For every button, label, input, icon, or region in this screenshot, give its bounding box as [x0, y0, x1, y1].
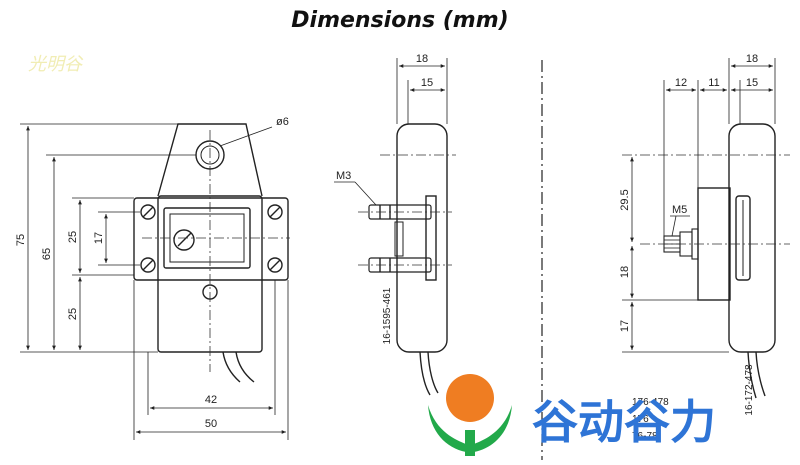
front-view — [133, 123, 289, 383]
page-title: Dimensions (mm) — [291, 8, 509, 33]
dim-right-h2: 18 — [619, 266, 631, 278]
dim-side-width-outer: 18 — [416, 53, 428, 65]
dim-hole-diameter: ø6 — [276, 116, 289, 128]
screw-bottom-right — [267, 257, 283, 273]
part-number-partial-3: 76-78 — [632, 431, 658, 442]
part-number-partial-2: 176 — [632, 414, 649, 425]
dim-side-width-inner: 15 — [421, 77, 433, 89]
side-body — [396, 123, 448, 353]
dim-height-upper: 25 — [67, 231, 79, 243]
side-cable-1 — [419, 351, 431, 396]
dim-right-width-a: 12 — [675, 77, 687, 89]
dim-width-inner: 42 — [205, 394, 217, 406]
right-plate — [735, 195, 751, 281]
cable-left — [222, 351, 241, 383]
right-cable-2 — [755, 351, 766, 397]
mounting-tab — [157, 123, 263, 197]
dim-right-width-outer: 18 — [746, 53, 758, 65]
right-cable-1 — [747, 351, 757, 399]
logo-sun-circle — [446, 374, 494, 422]
watermark-text: 光明谷 — [28, 54, 82, 75]
dim-right-h3: 17 — [619, 320, 631, 332]
logo-stem — [465, 430, 475, 456]
dim-height-mid: 65 — [41, 248, 53, 260]
screw-top-left — [140, 204, 156, 220]
dim-pitch-inner: 17 — [93, 232, 105, 244]
dim-height-lower: 25 — [67, 308, 79, 320]
screw-bottom-left — [140, 257, 156, 273]
side-view — [368, 123, 448, 396]
logo-leaf-right — [474, 405, 512, 452]
dim-width-outer: 50 — [205, 418, 217, 430]
side-cable-2 — [427, 351, 439, 394]
part-number-right: 16-172-478 — [744, 364, 755, 416]
part-number-partial-1: 176-478 — [632, 397, 669, 408]
thread-m3-label: M3 — [336, 170, 351, 182]
part-number-middle: 16-1595-461 — [382, 287, 393, 344]
cable-right — [235, 351, 255, 383]
dim-right-width-b: 11 — [708, 77, 719, 89]
adjust-knob — [173, 229, 195, 251]
logo-leaf-left — [428, 405, 466, 452]
dim-right-h1: 29.5 — [619, 189, 631, 210]
screw-top-right — [267, 204, 283, 220]
thread-m5-label: M5 — [672, 204, 687, 216]
right-view — [663, 123, 776, 399]
right-body — [728, 123, 776, 353]
brand-logo: 谷动谷力 — [428, 374, 716, 456]
side-plate — [425, 195, 437, 281]
logo-text: 谷动谷力 — [532, 395, 716, 449]
dim-height-total: 75 — [15, 234, 27, 246]
flange-plate — [133, 197, 289, 281]
dim-right-width-c: 15 — [746, 77, 758, 89]
